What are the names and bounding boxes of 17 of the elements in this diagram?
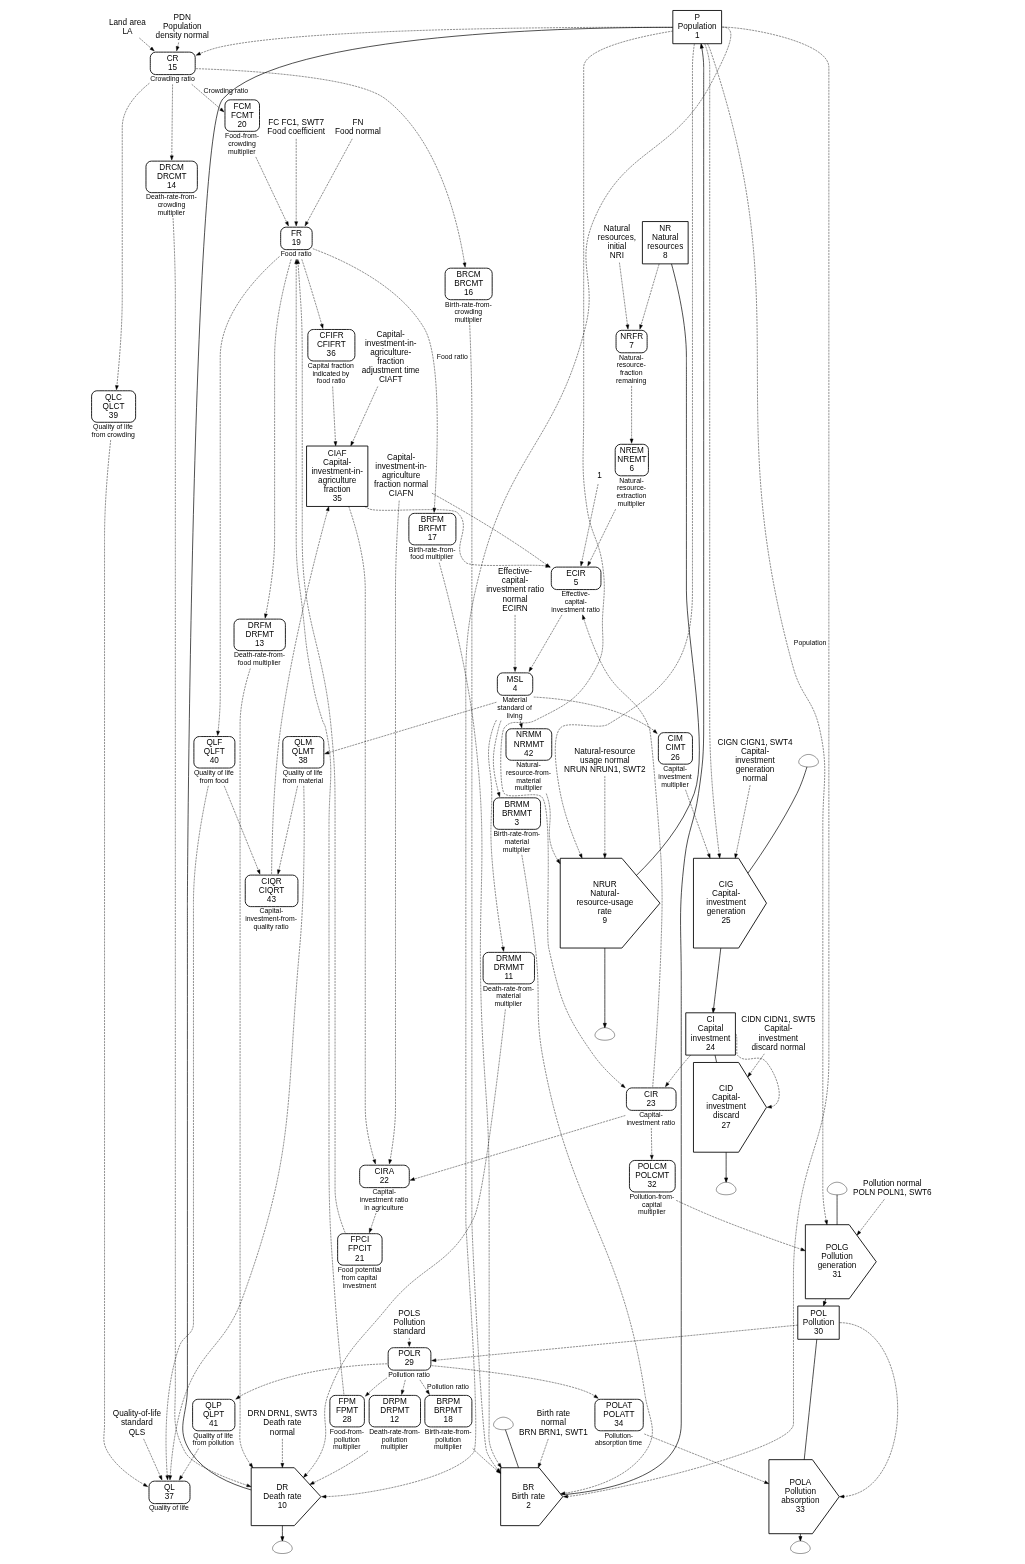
node-text: Quality-of-life standard QLS (112, 1409, 161, 1437)
node-text: DRN DRN1, SWT3 Death rate normal (247, 1409, 317, 1437)
node-text: POLS Pollution standard (392, 1308, 425, 1336)
node-text: PDN Population density normal (155, 13, 209, 41)
node-text: Land area LA (108, 17, 146, 36)
node-text: CIGN CIGN1, SWT4 Capital-investment generation normal (717, 737, 793, 783)
node-text: CIDN CIDN1, SWT5 Capital-investment discard normal (740, 1015, 815, 1052)
node-text: FC FC1, SWT7 Food coefficient (266, 118, 325, 137)
node-text: Birth rate normal BRN BRN1, SWT1 (518, 1409, 588, 1437)
node-text: Pollution normal POLN POLN1, SWT6 (852, 1179, 932, 1198)
node-text: Effective-capital-investment ratio normal ECIRN (485, 567, 544, 613)
node-text: Natural resources, initial NRI (597, 224, 636, 261)
node-text: Capital-investment-in-agriculture fraction normal CIAFN (373, 453, 428, 499)
node-text: 1 (596, 471, 602, 481)
node-text: Capital-investment-in-agriculture-fraction adjustment time CIAFT (361, 329, 420, 385)
node-text: Natural-resource usage normal NRUN NRUN1, SWT2 (563, 746, 646, 774)
node-text: FN Food normal (334, 118, 381, 137)
